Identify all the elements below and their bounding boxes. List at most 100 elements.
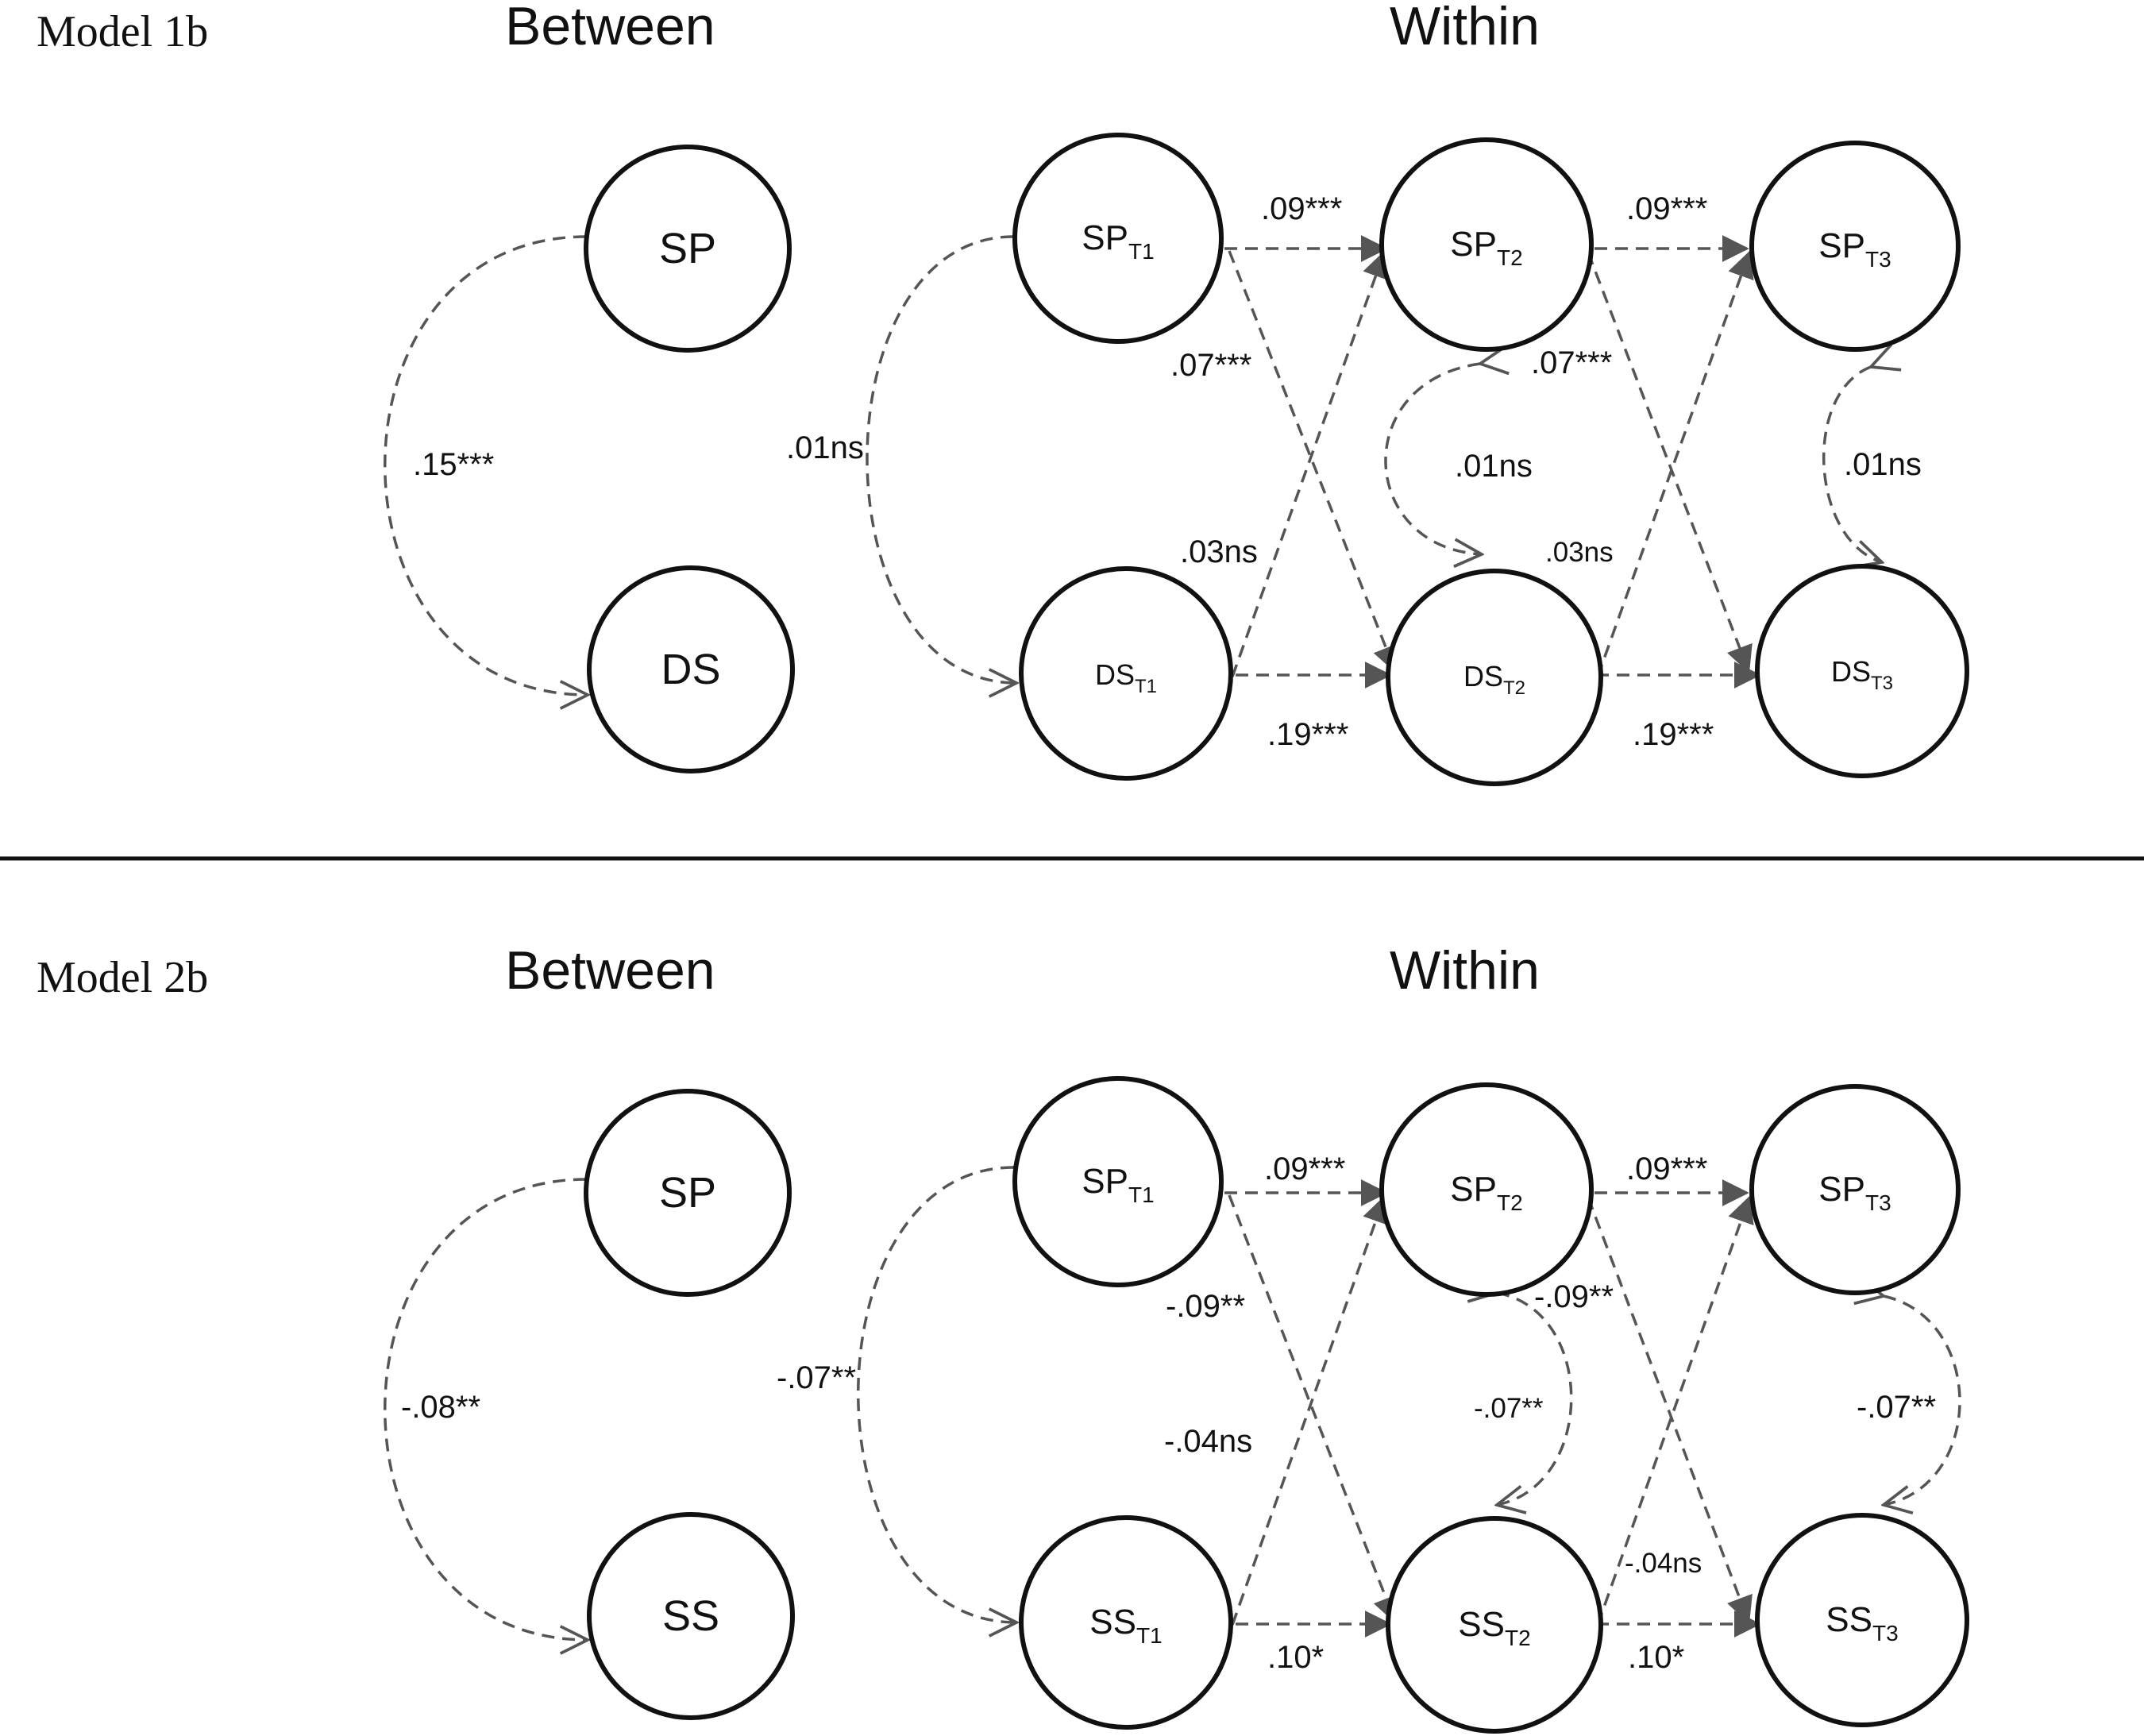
coef-cross-sp-ds-t2-t3: .07*** [1531, 345, 1612, 380]
between-covariance-arrow [384, 1179, 588, 1640]
node-ss-t3-label: SS [1826, 1600, 1872, 1639]
node-sp-t3 [1749, 1084, 1961, 1295]
node-sp-t3-label: SP [1818, 226, 1865, 265]
svg-text:SS: SS [662, 1592, 719, 1640]
node-sp-t3-subscript: T3 [1865, 247, 1891, 272]
t1-covariance-arrow [866, 237, 1016, 683]
coef-sp-auto-t2-t3: .09*** [1626, 1152, 1707, 1186]
node-sp-t1 [1012, 1076, 1224, 1287]
panel-model-2b: Model 2b Between Within SP SS SPT1 [37, 940, 1969, 1734]
node-ds-t2-label: DS [1463, 660, 1503, 692]
node-ds-t3-label: DS [1831, 655, 1871, 688]
node-between-sp-label: SP [659, 225, 716, 272]
node-sp-t2-subscript: T2 [1497, 1190, 1523, 1215]
model-title: Model 1b [37, 7, 208, 56]
t1-covariance-arrow [857, 1167, 1016, 1622]
between-heading: Between [505, 940, 715, 1001]
svg-text:SST1: SST1 [1089, 1603, 1162, 1648]
cross-lag-arrow-sp-t1-ss-t2 [1228, 1194, 1399, 1624]
svg-text:SPT2: SPT2 [1450, 225, 1522, 270]
node-between-ss-label: SS [662, 1592, 719, 1640]
coef-t1-cov: -.07** [777, 1360, 856, 1395]
node-ds-t1-subscript: T1 [1135, 676, 1157, 697]
model-title: Model 2b [37, 953, 208, 1002]
coef-t3-cov: -.07** [1857, 1390, 1936, 1425]
coef-cross-ds-sp-t2-t3: .03ns [1545, 537, 1614, 568]
coef-t1-cov: .01ns [786, 430, 864, 465]
node-ss-t2-label: SS [1458, 1605, 1505, 1644]
cross-lag-arrow-sp-t1-ds-t2 [1228, 250, 1399, 673]
node-sp-t2 [1379, 1082, 1594, 1297]
node-ds-t2 [1386, 569, 1603, 786]
svg-text:SPT2: SPT2 [1450, 1170, 1522, 1215]
node-ds-t1 [1019, 566, 1233, 781]
node-ds-t3 [1755, 564, 1969, 778]
node-ss-t1-label: SS [1089, 1603, 1136, 1641]
svg-text:SPT3: SPT3 [1818, 1170, 1891, 1215]
node-ds-t1-label: DS [1095, 658, 1135, 691]
coef-ds-auto-t1-t2: .19*** [1267, 717, 1348, 752]
t2-covariance-arrow [1384, 364, 1482, 554]
t3-covariance-arrow [1822, 367, 1882, 562]
coef-t3-cov: .01ns [1844, 447, 1922, 482]
svg-text:SP: SP [659, 225, 716, 272]
coef-cross-sp-ss-t2-t3: -.09** [1534, 1279, 1614, 1314]
svg-text:DST3: DST3 [1831, 655, 1893, 694]
node-sp-t2-label: SP [1450, 1170, 1497, 1209]
coef-cross-sp-ss-t1-t2: -.09** [1166, 1289, 1245, 1324]
coef-ds-auto-t2-t3: .19*** [1633, 717, 1714, 752]
node-sp-t1-label: SP [1082, 218, 1128, 257]
node-between-sp [584, 1089, 792, 1297]
node-sp-t2-label: SP [1450, 225, 1497, 264]
coef-between-cov: .15*** [413, 447, 494, 482]
node-between-sp [584, 145, 792, 353]
between-heading: Between [505, 0, 715, 56]
svg-text:SPT3: SPT3 [1818, 226, 1891, 272]
coef-sp-auto-t1-t2: .09*** [1261, 191, 1342, 226]
node-ss-t3-subscript: T3 [1872, 1621, 1899, 1645]
svg-text:SST3: SST3 [1826, 1600, 1898, 1645]
node-between-sp-label: SP [659, 1169, 716, 1217]
cross-lag-arrow-ds-t1-sp-t2 [1231, 250, 1389, 677]
svg-text:DS: DS [661, 646, 720, 693]
coef-t2-cov: -.07** [1474, 1393, 1544, 1424]
svg-text:DST1: DST1 [1095, 658, 1157, 697]
node-sp-t2-subscript: T2 [1497, 245, 1523, 270]
node-sp-t1-subscript: T1 [1128, 1182, 1155, 1207]
node-ss-t1 [1019, 1515, 1233, 1730]
svg-text:DST2: DST2 [1463, 660, 1525, 699]
panel-model-1b: Model 1b Between Within SP DS SPT1 [37, 0, 1969, 786]
node-ss-t2 [1386, 1516, 1603, 1734]
node-sp-t1-subscript: T1 [1128, 239, 1155, 264]
node-sp-t3-subscript: T3 [1865, 1190, 1891, 1215]
node-ss-t2-subscript: T2 [1505, 1626, 1531, 1650]
between-covariance-arrow [384, 237, 588, 695]
svg-text:SP: SP [659, 1169, 716, 1217]
node-sp-t1-label: SP [1082, 1162, 1128, 1201]
coef-between-cov: -.08** [401, 1390, 480, 1425]
coef-cross-ss-sp-t1-t2: -.04ns [1164, 1424, 1252, 1459]
coef-ss-auto-t2-t3: .10* [1628, 1640, 1684, 1675]
cross-lag-arrow-ds-t2-sp-t3 [1596, 250, 1754, 677]
node-sp-t2 [1379, 137, 1594, 352]
svg-text:SPT1: SPT1 [1082, 218, 1154, 264]
node-between-ss [587, 1512, 795, 1720]
node-ss-t1-subscript: T1 [1136, 1623, 1163, 1648]
coef-cross-ds-sp-t1-t2: .03ns [1180, 534, 1258, 569]
coef-sp-auto-t1-t2: .09*** [1264, 1152, 1345, 1186]
node-ss-t3 [1755, 1513, 1969, 1727]
node-ds-t2-subscript: T2 [1503, 677, 1525, 699]
within-heading: Within [1390, 0, 1540, 56]
within-heading: Within [1390, 940, 1540, 1001]
cross-lag-arrow-ss-t1-sp-t2 [1231, 1195, 1389, 1626]
cross-lag-arrow-sp-t2-ds-t3 [1587, 252, 1753, 673]
cross-lag-arrow-ss-t2-sp-t3 [1596, 1195, 1754, 1626]
coef-cross-sp-ds-t1-t2: .07*** [1170, 348, 1251, 383]
node-between-ds-label: DS [661, 646, 720, 693]
cross-lag-arrow-sp-t2-ss-t3 [1587, 1197, 1753, 1624]
node-sp-t3 [1749, 141, 1961, 352]
svg-text:SST2: SST2 [1458, 1605, 1530, 1650]
coef-ss-auto-t1-t2: .10* [1267, 1640, 1324, 1675]
coef-t2-cov: .01ns [1455, 449, 1533, 484]
